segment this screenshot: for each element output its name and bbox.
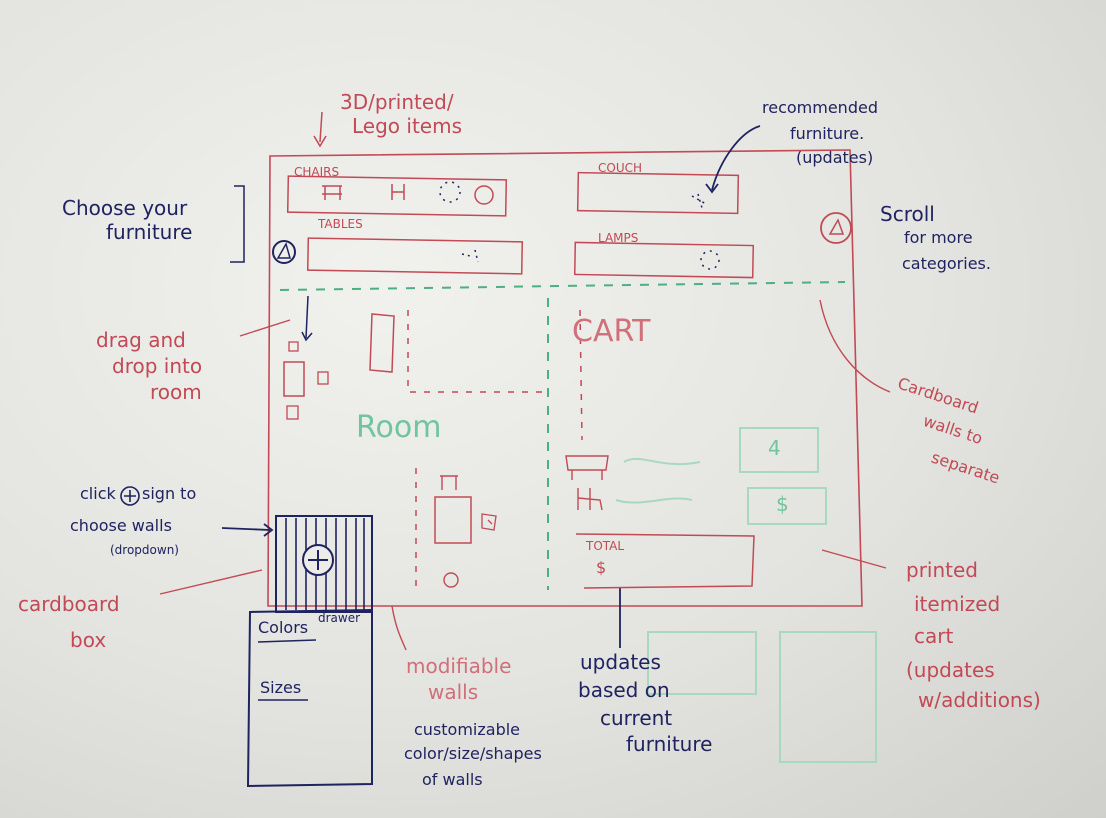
- customizable-line-2: color/size/shapes: [404, 744, 542, 763]
- choose-furniture-line-2: furniture: [106, 220, 193, 244]
- drag-drop-line-1: drag and: [96, 328, 186, 352]
- printed-cart-line-4: (updates: [906, 658, 995, 682]
- scroll-categories-button: [820, 212, 852, 244]
- printed-cart-line-5: w/additions): [918, 688, 1041, 712]
- cart-title: CART: [572, 314, 651, 349]
- plus-icon: [308, 550, 328, 570]
- cardboard-box: [275, 515, 373, 613]
- drawer-panel: [246, 608, 373, 788]
- scroll-note-line-2: for more: [904, 228, 973, 247]
- recommended-note-line-1: recommended: [762, 98, 878, 117]
- couch-bar: [576, 171, 740, 215]
- category-couch: COUCH: [598, 161, 643, 175]
- lamps-bar: [573, 241, 755, 279]
- drawer-sizes: Sizes: [260, 678, 302, 697]
- updates-line-1: updates: [580, 650, 661, 674]
- lego-note-line-1: 3D/printed/: [340, 90, 454, 114]
- scroll-note-line-3: categories.: [902, 254, 991, 273]
- modifiable-walls-line-1: modifiable: [406, 654, 512, 678]
- scroll-note-line-1: Scroll: [880, 202, 935, 226]
- drawer-colors: Colors: [258, 618, 309, 637]
- category-lamps: LAMPS: [598, 231, 639, 245]
- cardboard-box-line-1: cardboard: [18, 592, 120, 616]
- cart-total-value: $: [596, 558, 607, 577]
- chair-sketch: [322, 185, 342, 200]
- tables-bar: [306, 237, 524, 275]
- chair-sketch-2: [391, 184, 405, 200]
- drag-drop-line-2: drop into: [112, 354, 203, 378]
- recommended-note-line-2: furniture.: [790, 124, 865, 143]
- printed-cart-line-3: cart: [914, 624, 954, 648]
- lego-note-line-2: Lego items: [352, 114, 462, 138]
- drawer-label: drawer: [318, 611, 361, 625]
- updates-line-2: based on: [578, 678, 670, 702]
- category-separator: [279, 281, 846, 291]
- cart-qty-box-1: [739, 427, 819, 473]
- printed-cart-line-2: itemized: [914, 592, 1001, 616]
- scroll-left-button: [272, 240, 296, 264]
- click-sign-part-1: click: [80, 484, 116, 503]
- updates-line-4: furniture: [626, 732, 713, 756]
- customizable-line-1: customizable: [414, 720, 521, 739]
- choose-furniture-line-1: Choose your: [62, 196, 188, 220]
- choose-walls-line-1: choose walls: [70, 516, 172, 535]
- updates-line-3: current: [600, 706, 673, 730]
- dotted-item: [439, 181, 461, 203]
- cart-qty-box-2: [747, 487, 827, 525]
- customizable-line-3: of walls: [422, 770, 483, 789]
- room-dotted-wall: [407, 310, 542, 393]
- category-tables: TABLES: [318, 217, 363, 231]
- total-box: [575, 533, 755, 589]
- modifiable-walls-line-2: walls: [428, 680, 479, 704]
- drag-drop-line-3: room: [150, 380, 202, 404]
- recommended-note-line-3: (updates): [796, 148, 874, 167]
- inline-plus-icon: [120, 486, 140, 506]
- category-chairs: CHAIRS: [294, 165, 340, 179]
- main-frame: [267, 149, 863, 607]
- cart-qty-2: $: [776, 492, 789, 516]
- printed-cart-line-1: printed: [906, 558, 978, 582]
- cart-qty-1: 4: [768, 436, 781, 460]
- cardboard-box-line-2: box: [70, 628, 107, 652]
- room-label: Room: [356, 410, 442, 445]
- click-sign-part-2: sign to: [142, 484, 197, 503]
- choose-walls-line-2: (dropdown): [110, 543, 179, 557]
- scroll-right-chairs: [474, 185, 494, 205]
- cart-total-label: TOTAL: [586, 539, 625, 553]
- chairs-bar: [286, 175, 508, 217]
